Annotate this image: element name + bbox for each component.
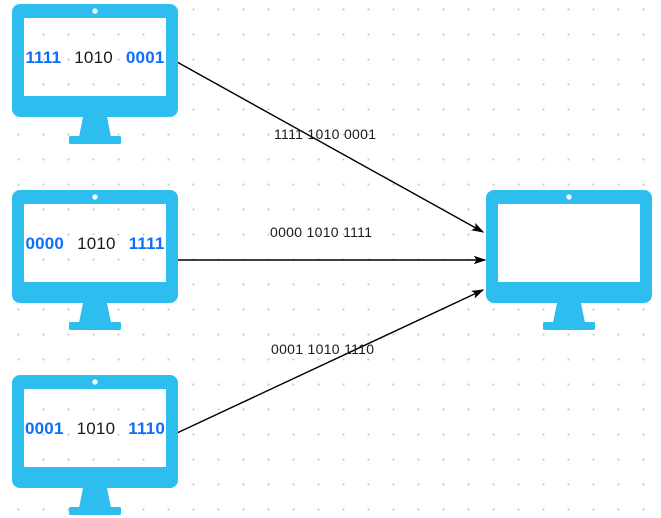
binary-segment-1: 1111 — [25, 48, 62, 67]
binary-segment-3: 1111 — [128, 234, 165, 253]
arrow-top-to-receiver — [176, 61, 485, 233]
monitor-glyph — [12, 190, 178, 330]
sender-monitor-top[interactable]: 1111 1010 0001 — [12, 4, 178, 146]
monitor-glyph — [12, 4, 178, 144]
sender-monitor-bottom[interactable]: 0001 1010 1110 — [12, 375, 178, 517]
monitor-glyph — [12, 375, 178, 515]
binary-segment-3: 1110 — [128, 419, 165, 438]
binary-segment-2: 1010 — [77, 234, 116, 253]
binary-segment-2: 1010 — [74, 48, 113, 67]
sender-monitor-middle[interactable]: 0000 1010 1111 — [12, 190, 178, 332]
edge-label-top: 1111 1010 0001 — [274, 126, 377, 142]
receiver-monitor[interactable] — [486, 190, 652, 332]
edge-label-middle: 0000 1010 1111 — [270, 224, 373, 240]
binary-segment-2: 1010 — [76, 419, 116, 438]
arrow-bottom-to-receiver — [176, 289, 485, 434]
monitor-glyph — [486, 190, 652, 330]
sender-bottom-screen-text: 0001 1010 1110 — [12, 419, 178, 439]
sender-middle-screen-text: 0000 1010 1111 — [12, 234, 178, 254]
binary-segment-1: 0000 — [25, 234, 65, 253]
sender-top-screen-text: 1111 1010 0001 — [12, 48, 178, 68]
binary-segment-1: 0001 — [25, 419, 64, 438]
binary-segment-3: 0001 — [125, 48, 165, 67]
edge-label-bottom: 0001 1010 1110 — [271, 341, 375, 357]
